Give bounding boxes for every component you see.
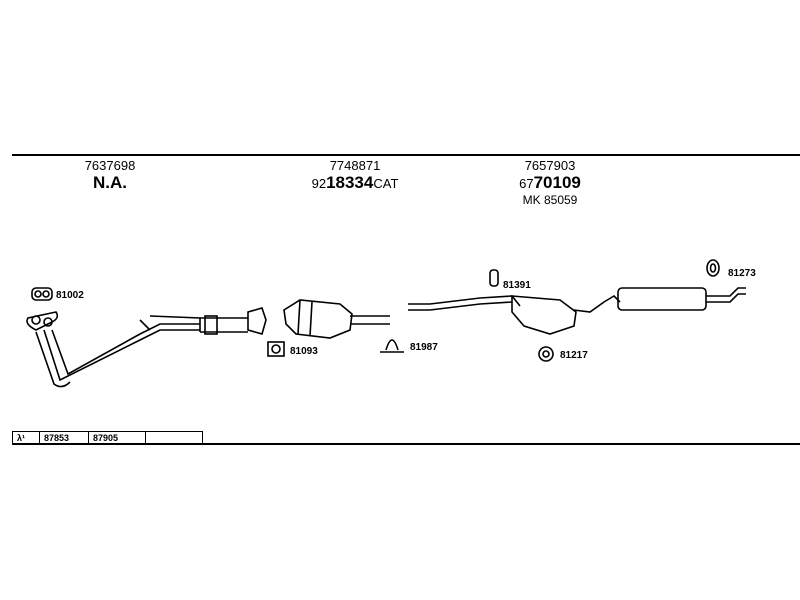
header-prefix: 67	[519, 176, 534, 191]
header-prefix: 92	[311, 176, 327, 191]
gasket-81002-icon	[31, 287, 53, 301]
rear-silencer-icon	[617, 287, 746, 311]
part-label-81987: 81987	[410, 342, 438, 353]
header-main-line: 6770109	[519, 173, 581, 192]
part-label-81217: 81217	[560, 350, 588, 361]
part-label-81391: 81391	[503, 280, 531, 291]
lambda-cell	[146, 432, 202, 444]
gasket-81093-icon	[267, 341, 285, 357]
bottom-rule	[12, 443, 800, 445]
catalytic-converter-icon	[283, 299, 390, 339]
header-catalyst: 7748871 9218334CAT	[290, 158, 420, 193]
header-suffix: CAT	[373, 176, 399, 191]
middle-silencer-icon	[408, 294, 621, 335]
top-rule	[12, 154, 800, 156]
front-pipe-icon	[26, 307, 267, 388]
part-label-81093: 81093	[290, 346, 318, 357]
header-code: 7637698	[84, 158, 136, 173]
header-main: 18334	[326, 173, 374, 192]
part-label-81002: 81002	[56, 290, 84, 301]
ring-81273-icon	[706, 259, 720, 277]
lambda-cell: 87853	[40, 432, 89, 444]
lambda-cell: 87905	[89, 432, 146, 444]
header-code: 7657903	[524, 158, 576, 173]
lambda-symbol: λ¹	[13, 432, 40, 444]
part-label-81273: 81273	[728, 268, 756, 279]
hanger-81391-icon	[489, 269, 499, 287]
header-main: N.A.	[93, 173, 127, 192]
header-rear-silencer: 7657903 6770109 MK 85059	[500, 158, 600, 208]
header-code: 7748871	[329, 158, 381, 173]
ring-81217-icon	[538, 346, 554, 362]
clamp-81987-icon	[380, 339, 404, 353]
header-downpipe: 7637698 N.A.	[70, 158, 150, 193]
header-main: 70109	[533, 173, 581, 192]
lambda-table: λ¹ 87853 87905	[12, 431, 203, 445]
header-sub: MK 85059	[522, 193, 578, 207]
header-main-line: 9218334CAT	[311, 173, 399, 192]
